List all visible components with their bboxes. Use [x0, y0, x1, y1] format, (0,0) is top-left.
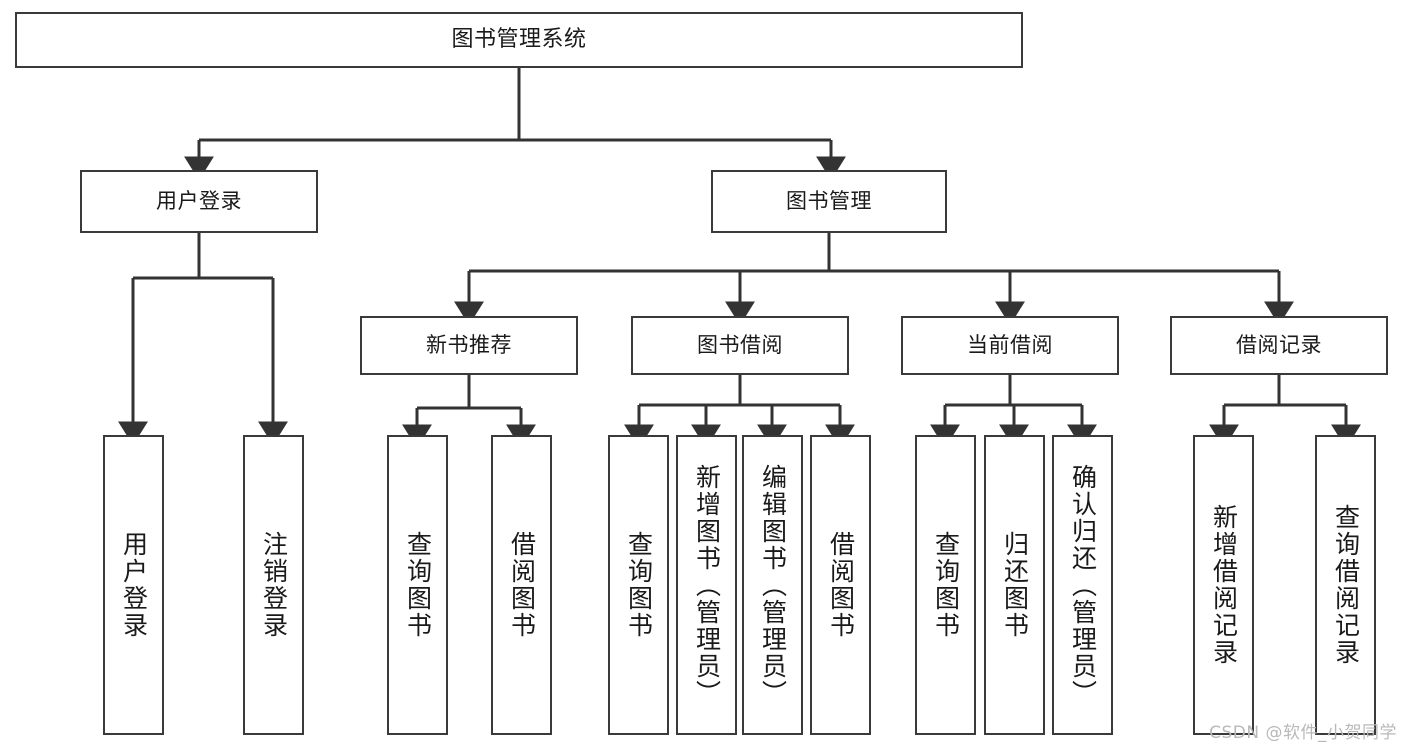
node-root-book-management-system[interactable]: 图书管理系统: [15, 12, 1023, 68]
node-label: 借阅图书: [507, 531, 537, 639]
node-label: 新增图书（管理员）: [692, 463, 722, 707]
node-label: 查询图书: [624, 531, 654, 639]
node-book-borrow[interactable]: 图书借阅: [631, 316, 849, 375]
leaf-user-login[interactable]: 用户登录: [103, 435, 164, 735]
node-label: 归还图书: [1000, 531, 1030, 639]
node-label: 注销登录: [259, 531, 289, 639]
node-label: 借阅记录: [1236, 332, 1322, 357]
node-label: 当前借阅: [967, 332, 1053, 357]
node-label: 查询图书: [931, 531, 961, 639]
node-label: 确认归还（管理员）: [1068, 463, 1098, 707]
node-label: 新增借阅记录: [1209, 504, 1239, 666]
leaf-return-book[interactable]: 归还图书: [984, 435, 1045, 735]
node-book-management[interactable]: 图书管理: [711, 170, 947, 233]
node-user-login[interactable]: 用户登录: [80, 170, 318, 233]
node-label: 查询借阅记录: [1331, 504, 1361, 666]
node-label: 编辑图书（管理员）: [758, 463, 788, 707]
leaf-confirm-return-admin[interactable]: 确认归还（管理员）: [1052, 435, 1113, 735]
node-label: 图书管理系统: [451, 26, 587, 52]
node-label: 借阅图书: [826, 531, 856, 639]
node-current-borrow[interactable]: 当前借阅: [901, 316, 1119, 375]
leaf-borrow-book-new-recommend[interactable]: 借阅图书: [491, 435, 552, 735]
leaf-query-book-new-recommend[interactable]: 查询图书: [387, 435, 448, 735]
leaf-add-borrow-record[interactable]: 新增借阅记录: [1193, 435, 1254, 735]
node-label: 图书管理: [786, 188, 872, 213]
node-label: 用户登录: [119, 531, 149, 639]
node-label: 新书推荐: [426, 332, 512, 357]
leaf-query-book-borrow[interactable]: 查询图书: [608, 435, 669, 735]
node-label: 查询图书: [403, 531, 433, 639]
watermark-text: CSDN @软件_小贺同学: [1209, 723, 1397, 743]
leaf-query-borrow-record[interactable]: 查询借阅记录: [1315, 435, 1376, 735]
leaf-query-book-current[interactable]: 查询图书: [915, 435, 976, 735]
node-label: 用户登录: [156, 188, 242, 213]
leaf-borrow-book[interactable]: 借阅图书: [810, 435, 871, 735]
node-label: 图书借阅: [697, 332, 783, 357]
leaf-edit-book-admin[interactable]: 编辑图书（管理员）: [742, 435, 803, 735]
node-borrow-record[interactable]: 借阅记录: [1170, 316, 1388, 375]
node-new-book-recommend[interactable]: 新书推荐: [360, 316, 578, 375]
leaf-logout-login[interactable]: 注销登录: [243, 435, 304, 735]
leaf-add-book-admin[interactable]: 新增图书（管理员）: [676, 435, 737, 735]
